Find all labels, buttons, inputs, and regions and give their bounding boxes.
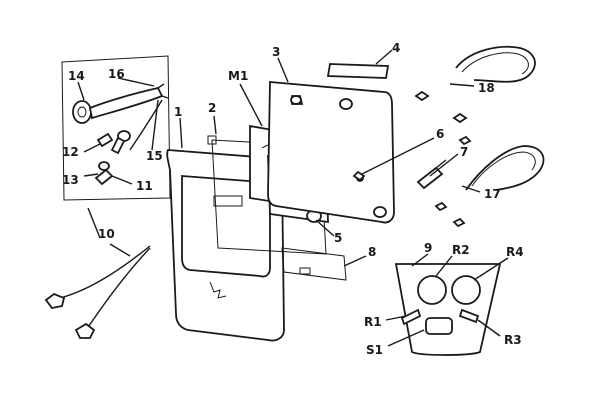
label-3: 3 [272,45,280,59]
label-5: 5 [334,231,342,245]
label-9: 9 [424,241,432,255]
label-14: 14 [68,69,85,83]
label-s1: S1 [366,343,383,357]
hardware-part [414,90,472,228]
label-17: 17 [484,187,501,201]
bottom-plate-part [281,247,347,281]
label-16: 16 [108,67,125,81]
label-12: 12 [62,145,79,159]
label-r1: R1 [364,315,382,329]
label-4: 4 [392,41,400,55]
label-15: 15 [146,149,163,163]
test-lead-part [455,45,545,191]
wire-part [129,99,163,151]
wire-lead-part [88,83,169,120]
cord-part [44,245,151,339]
detail-box [61,55,171,201]
lamp-socket-part [72,100,92,124]
probe-part [416,159,447,190]
clip-part [94,130,131,186]
label-m1: M1 [228,69,248,83]
label-r3: R3 [504,333,522,347]
label-1: 1 [174,105,182,119]
label-8: 8 [368,245,376,259]
label-r4: R4 [506,245,524,259]
back-panel-part [267,81,395,224]
label-7: 7 [460,145,468,159]
label-2: 2 [208,101,216,115]
part-labels: 14 16 12 13 15 11 10 1 2 M1 3 4 18 6 7 1… [62,41,524,357]
leader-lines [77,49,509,347]
label-13: 13 [62,173,79,187]
label-plate-part [326,63,390,79]
label-6: 6 [436,127,444,141]
label-11: 11 [136,179,153,193]
label-r2: R2 [452,243,470,257]
label-10: 10 [98,227,115,241]
label-18: 18 [478,81,495,95]
screw-part [352,170,366,182]
circuit-board-part [394,263,502,356]
